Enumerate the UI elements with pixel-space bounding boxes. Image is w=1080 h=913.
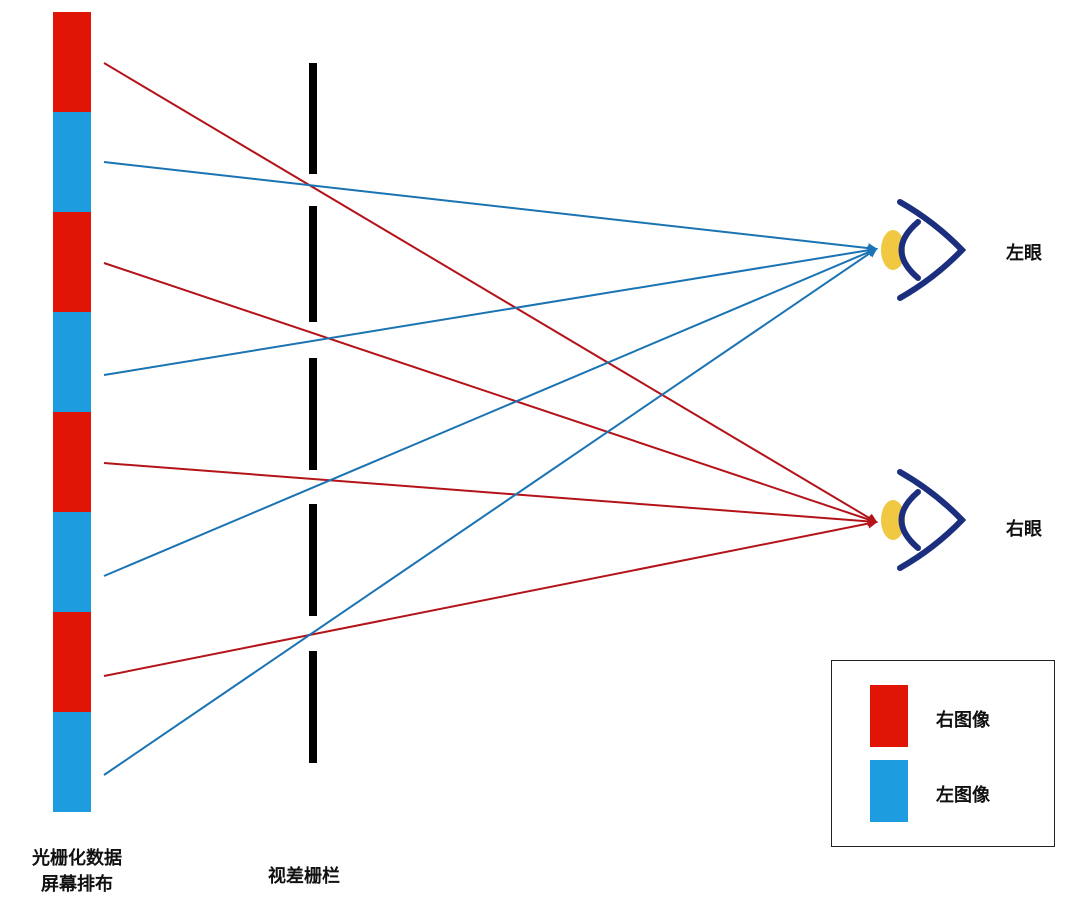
barrier-segment-0 xyxy=(309,63,317,174)
eye-cornea xyxy=(898,489,921,551)
screen-strip-left-1 xyxy=(53,112,91,212)
parallax-barrier xyxy=(309,63,317,763)
barrier-segment-1 xyxy=(309,206,317,322)
eye-lids xyxy=(897,469,967,571)
legend-swatch-right-image xyxy=(870,685,908,747)
ray-right-image-0 xyxy=(103,62,878,524)
eyes xyxy=(881,199,967,571)
ray-right-image-4 xyxy=(103,462,878,527)
screen-label-line1: 光栅化数据 xyxy=(32,848,122,869)
legend: 右图像 左图像 xyxy=(831,660,1055,847)
left-eye-label: 左眼 xyxy=(1006,243,1042,264)
eye-iris xyxy=(881,230,905,270)
barrier-segment-2 xyxy=(309,358,317,470)
screen-label: 光栅化数据 屏幕排布 xyxy=(12,846,142,898)
eye-iris xyxy=(881,500,905,540)
right-eye-label: 右眼 xyxy=(1006,519,1042,540)
ray-right-image-2 xyxy=(103,262,878,525)
barrier-segment-4 xyxy=(309,651,317,763)
eye-icon xyxy=(881,199,967,301)
legend-swatch-left-image xyxy=(870,760,908,822)
light-rays xyxy=(103,62,878,776)
ray-left-image-5 xyxy=(103,247,878,577)
barrier-label: 视差栅栏 xyxy=(268,866,340,887)
legend-label-right-image: 右图像 xyxy=(936,710,990,731)
screen-strip-right-0 xyxy=(53,12,91,112)
eye-cornea xyxy=(898,219,921,281)
screen-strip-left-3 xyxy=(53,312,91,412)
screen-strip-right-4 xyxy=(53,412,91,512)
screen-strip-left-5 xyxy=(53,512,91,612)
ray-left-image-7 xyxy=(103,247,878,776)
screen-strip-left-7 xyxy=(53,712,91,812)
barrier-segment-3 xyxy=(309,504,317,616)
screen-strip-right-6 xyxy=(53,612,91,712)
ray-left-image-1 xyxy=(103,161,878,254)
screen-strip-right-2 xyxy=(53,212,91,312)
screen-strips xyxy=(53,12,91,812)
eye-icon xyxy=(881,469,967,571)
ray-left-image-3 xyxy=(103,245,878,376)
screen-label-line2: 屏幕排布 xyxy=(41,874,113,895)
ray-right-image-6 xyxy=(103,518,878,677)
eye-lids xyxy=(897,199,967,301)
legend-label-left-image: 左图像 xyxy=(936,785,990,806)
